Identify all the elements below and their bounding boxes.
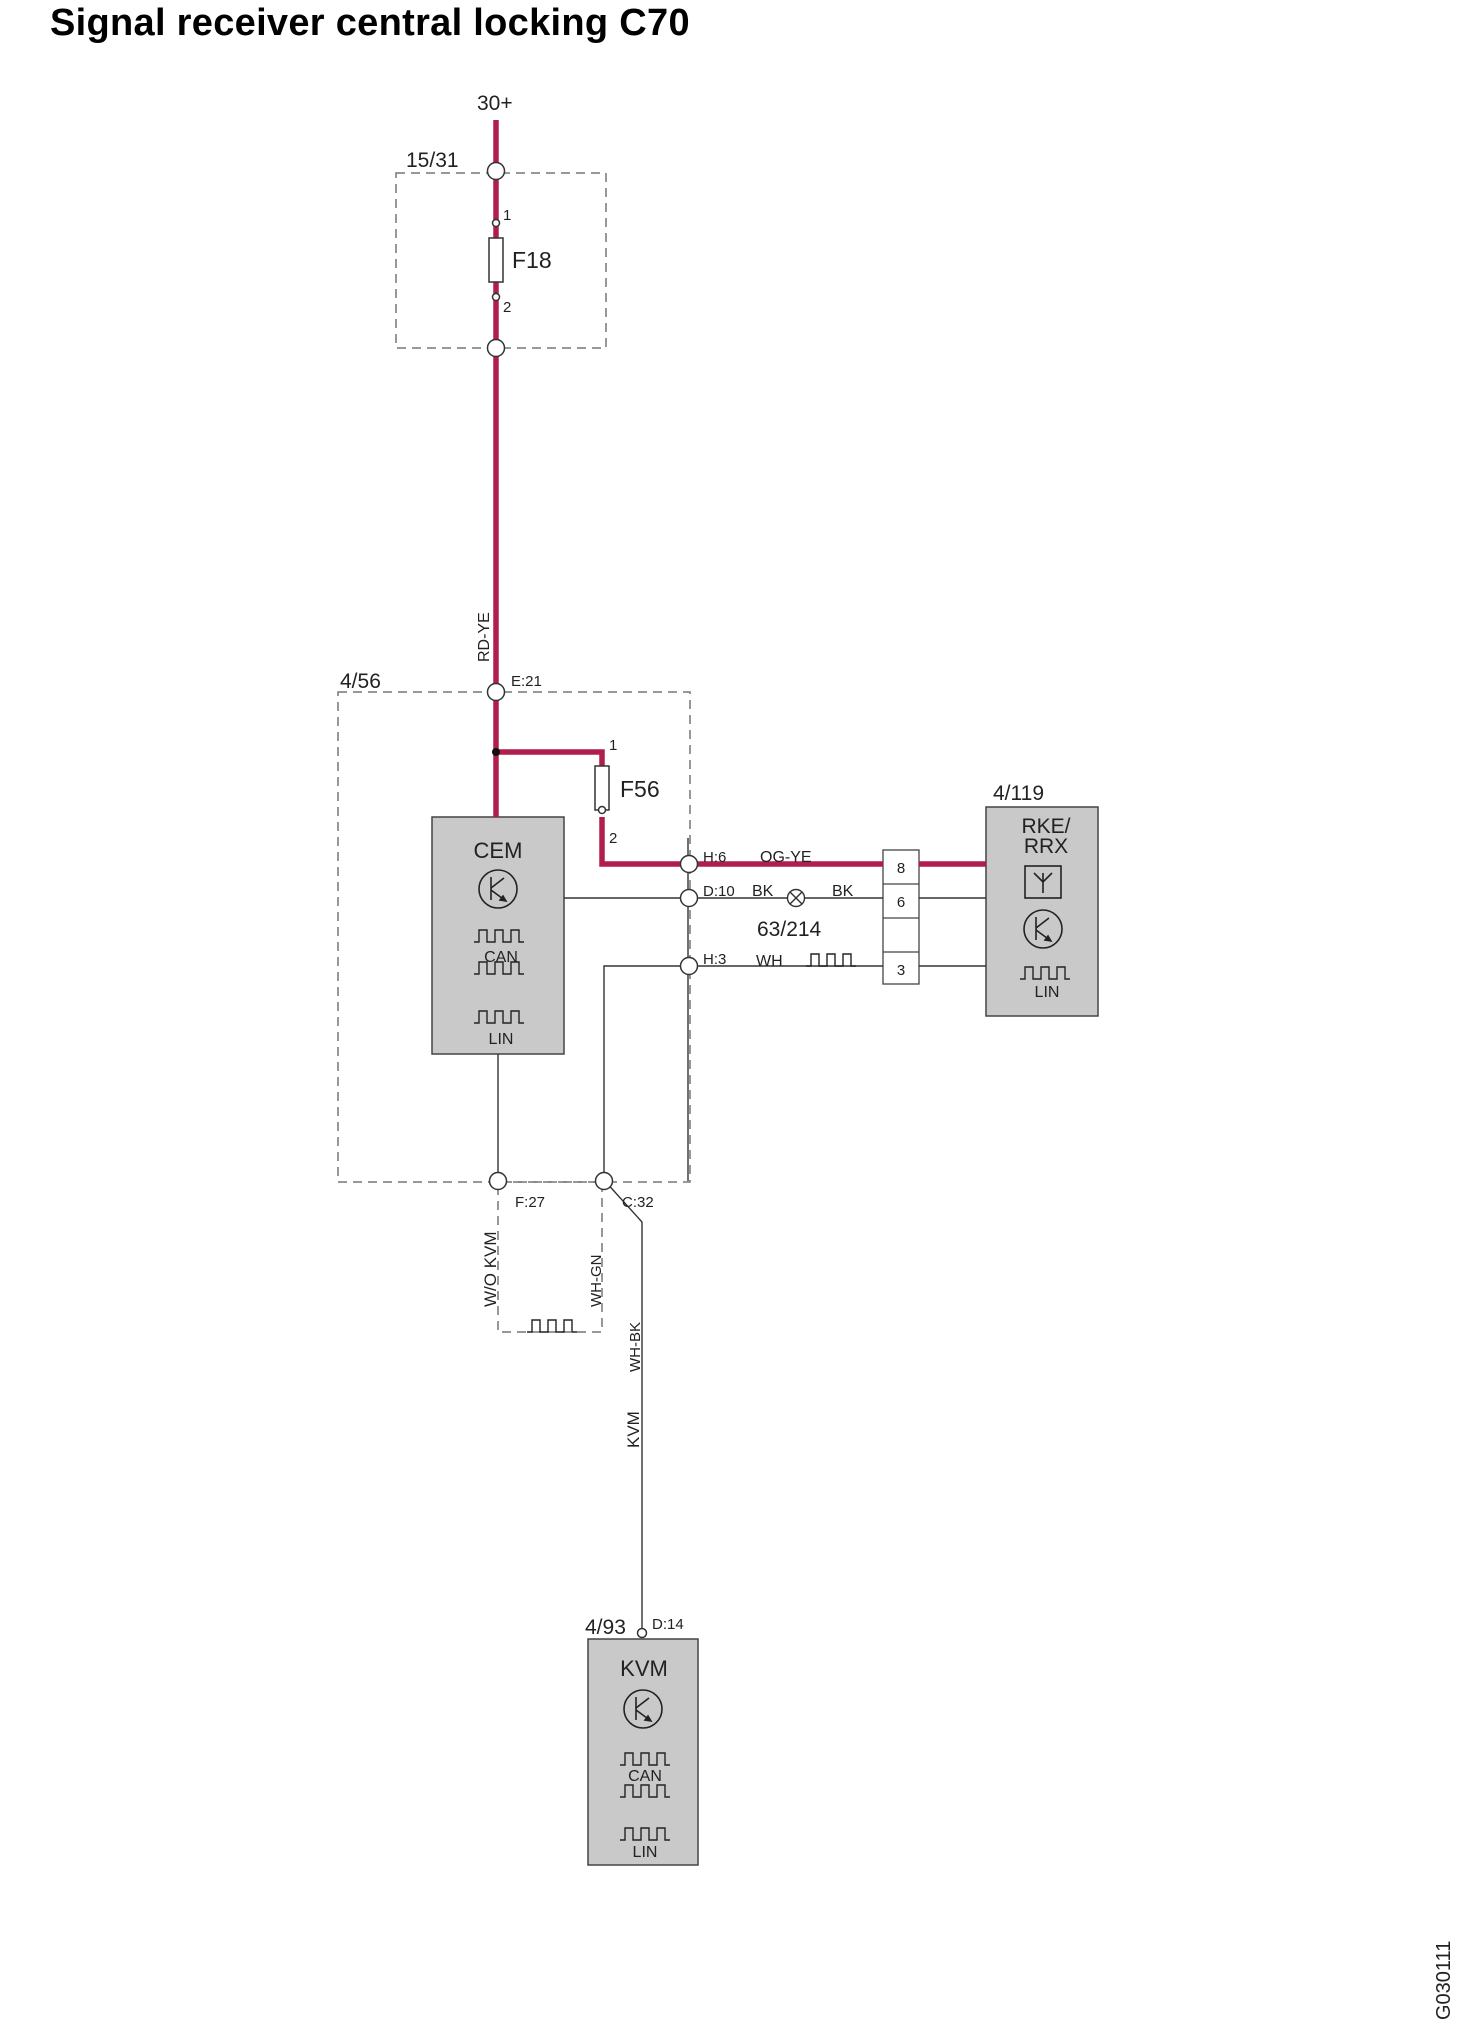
lin-signal-icon [1020, 966, 1070, 980]
cem-lin-label: LIN [489, 1031, 514, 1048]
ground-point-label: 63/214 [757, 918, 822, 941]
f56-pin1-label: 1 [609, 737, 617, 754]
transistor-icon [1023, 909, 1063, 949]
power-wires [493, 120, 986, 867]
f18-label: F18 [512, 247, 552, 273]
fuse-f56 [594, 765, 610, 815]
fuse-f18 [488, 218, 504, 302]
signal-pulse-icon [527, 1319, 577, 1333]
rke-lin-label: LIN [1035, 984, 1060, 1001]
transistor-icon [623, 1689, 663, 1729]
connector-pin-label: 6 [897, 894, 905, 911]
signal-wires [497, 838, 986, 1628]
pin-d10-label: D:10 [703, 883, 735, 900]
splice-dot [492, 748, 500, 756]
cem-box-label: 4/56 [340, 670, 381, 693]
lin-signal-icon [474, 1010, 524, 1024]
signal-pulse-icon [806, 953, 856, 967]
kvm-can-label: CAN [628, 1768, 662, 1785]
f56-pin2-label: 2 [609, 830, 617, 847]
wire-bk-label: BK [752, 883, 774, 900]
lin-signal-icon [620, 1827, 670, 1841]
cem-label: CEM [474, 838, 523, 863]
kvm-lin-label: LIN [633, 1844, 658, 1861]
wire-wh-label: WH [756, 953, 783, 970]
pin-h6-label: H:6 [703, 849, 726, 866]
pin-d14-label: D:14 [652, 1616, 684, 1633]
rke-box-label: 4/119 [993, 782, 1044, 805]
pin-h3-label: H:3 [703, 951, 726, 968]
rrx-label: RRX [1024, 835, 1068, 858]
f56-label: F56 [620, 776, 660, 802]
pin-c32-label: C:32 [622, 1194, 654, 1211]
rke-module [985, 806, 1099, 1017]
kvm-label: KVM [620, 1656, 668, 1681]
supply-label: 30+ [477, 92, 513, 115]
pin-f27-label: F:27 [515, 1194, 545, 1211]
wo-kvm-box-outline [497, 1181, 603, 1333]
connector-pin-label: 3 [897, 962, 905, 979]
wire-bk-label: BK [832, 883, 854, 900]
can-signal-icon [620, 1752, 670, 1798]
transistor-icon [478, 869, 518, 909]
figure-code: G030111 [1433, 1941, 1455, 2020]
pin-e21-label: E:21 [511, 673, 542, 690]
cem-can-label: CAN [484, 949, 518, 966]
ground-point-icon [786, 888, 806, 908]
kvm-box-label: 4/93 [585, 1616, 626, 1639]
wire-wh-gn-label: WH-GN [588, 1255, 605, 1308]
connector-block [882, 849, 920, 985]
wire-kvm-label: KVM [624, 1411, 643, 1448]
cem-module [431, 816, 565, 1055]
rke-label: RKE/ [1021, 815, 1070, 838]
connection-points [486, 161, 699, 1639]
wire-og-ye-label: OG-YE [760, 849, 812, 866]
wire-wo-kvm-label: W/O KVM [481, 1231, 500, 1307]
antenna-icon [1024, 865, 1062, 899]
f18-pin1-label: 1 [503, 207, 511, 224]
connector-pin-label: 8 [897, 860, 905, 877]
wire-wh-bk-label: WH-BK [627, 1322, 644, 1372]
can-signal-icon [474, 929, 524, 975]
wire-rd-ye-label: RD-YE [476, 612, 493, 662]
fuse-box-label: 15/31 [406, 149, 459, 172]
diagram-title: Signal receiver central locking C70 [50, 2, 690, 44]
f18-pin2-label: 2 [503, 299, 511, 316]
